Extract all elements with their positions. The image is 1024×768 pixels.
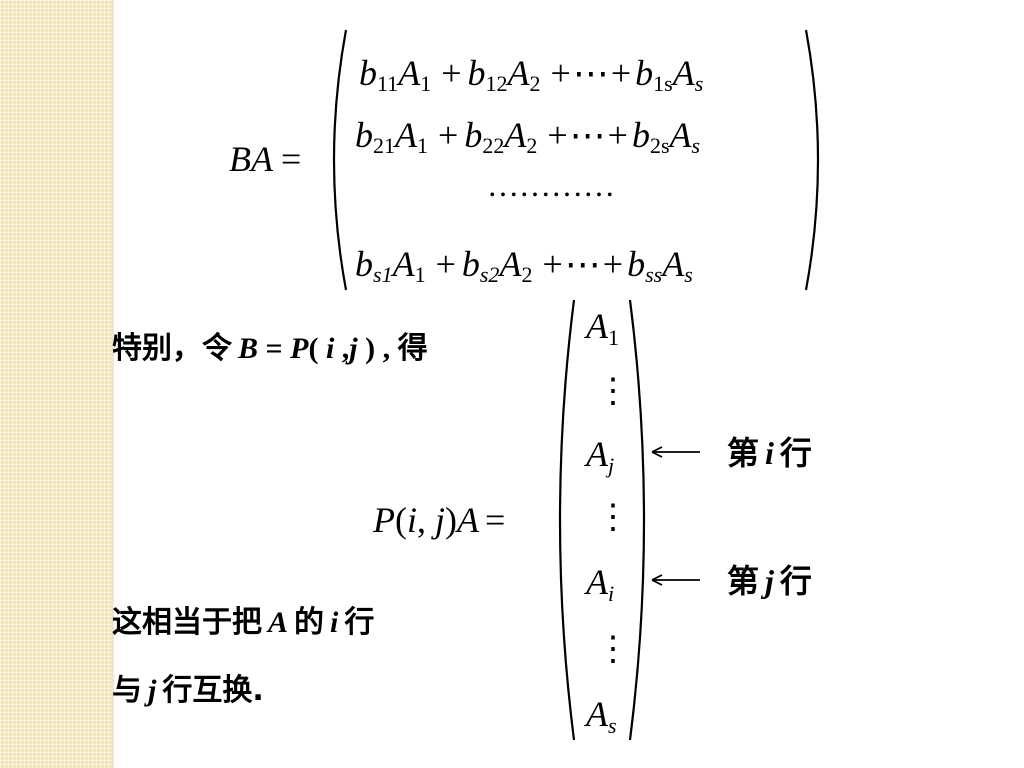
matrix-row-1: b11A1+b12A2+⋯+b1sAs bbox=[359, 53, 703, 96]
column-right-paren bbox=[628, 299, 646, 741]
entry-a1: A1 bbox=[584, 306, 619, 350]
decorative-sidebar bbox=[0, 0, 113, 768]
entry-ai: Ai bbox=[584, 562, 614, 606]
column-left-paren bbox=[558, 299, 576, 741]
matrix-row-2: b21A1+b22A2+⋯+b2sAs bbox=[355, 115, 700, 158]
arrow-head-icon bbox=[651, 446, 663, 458]
matrix-right-paren bbox=[804, 29, 820, 291]
formula-pa-lhs: P(i, j)A= bbox=[372, 500, 505, 540]
formula-ba-lhs: BA= bbox=[229, 139, 301, 179]
formula-pa: P(i, j)A= A1 ⋮ Aj ⋮ Ai ⋮ As bbox=[372, 299, 646, 741]
matrix-left-paren bbox=[332, 29, 348, 291]
vdots-1: ⋮ bbox=[596, 373, 630, 410]
formula-ba: BA= b11A1+b12A2+⋯+b1sAs b21A1+b22A2+⋯+b2… bbox=[229, 29, 820, 291]
arrow-head-icon bbox=[651, 574, 663, 586]
entry-aj: Aj bbox=[584, 434, 614, 478]
matrix-row-dots: ………… bbox=[487, 167, 615, 203]
entry-as: As bbox=[584, 694, 617, 738]
vdots-3: ⋮ bbox=[596, 631, 630, 668]
matrix-row-s: bs1A1+bs2A2+⋯+bssAs bbox=[355, 244, 693, 287]
vdots-2: ⋮ bbox=[596, 499, 630, 536]
